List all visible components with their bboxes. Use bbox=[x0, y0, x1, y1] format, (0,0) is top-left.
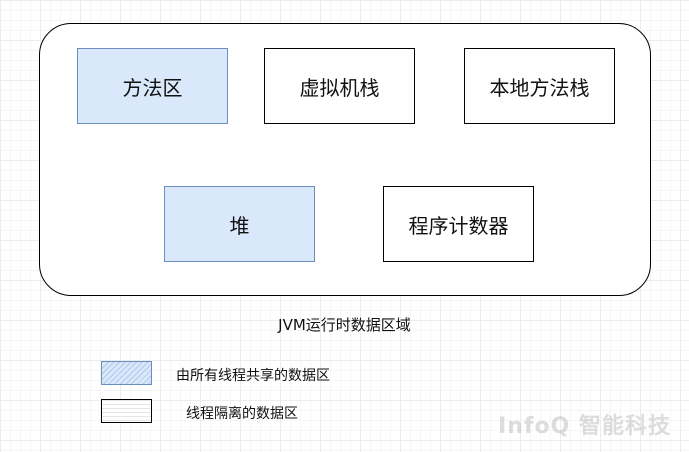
watermark-logo: InfoQ 智能科技 bbox=[498, 414, 671, 439]
legend-isolated-label: 线程隔离的数据区 bbox=[186, 406, 298, 422]
method-area-label: 方法区 bbox=[122, 75, 183, 100]
heap-label: 堆 bbox=[229, 213, 250, 238]
program-counter-box: 程序计数器 bbox=[383, 186, 534, 262]
legend-shared-swatch bbox=[101, 361, 152, 385]
native-method-stack-box: 本地方法栈 bbox=[464, 48, 615, 124]
heap-box: 堆 bbox=[164, 186, 315, 262]
native-method-stack-label: 本地方法栈 bbox=[489, 75, 590, 100]
method-area-box: 方法区 bbox=[77, 48, 228, 124]
program-counter-label: 程序计数器 bbox=[408, 213, 509, 238]
vm-stack-box: 虚拟机栈 bbox=[264, 48, 415, 124]
legend-isolated-swatch bbox=[101, 399, 152, 423]
diagram-caption: JVM运行时数据区域 bbox=[278, 316, 411, 334]
legend-shared-label: 由所有线程共享的数据区 bbox=[176, 368, 330, 384]
vm-stack-label: 虚拟机栈 bbox=[299, 75, 380, 100]
